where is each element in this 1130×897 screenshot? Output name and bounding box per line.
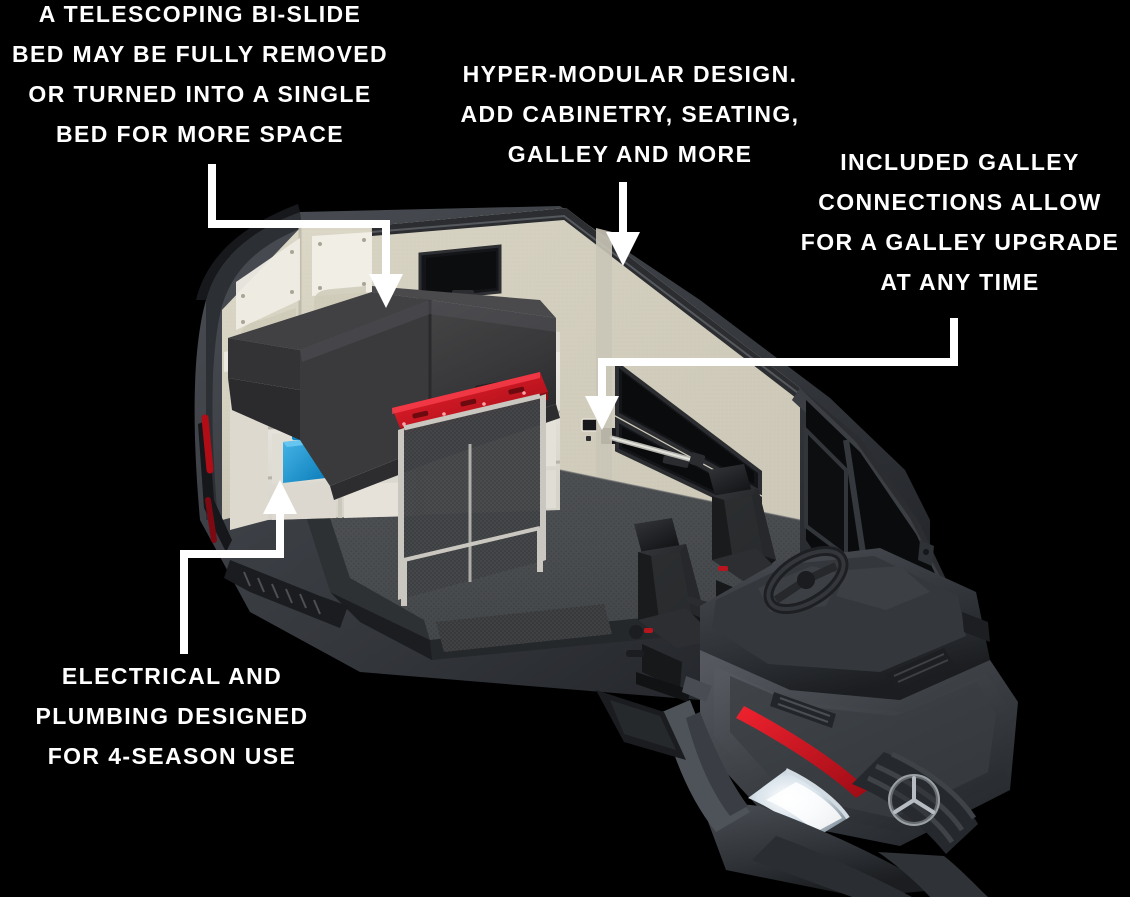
leader-electrical-horizontal (180, 550, 284, 558)
leader-galley-drop (598, 358, 606, 400)
leader-bed-arrowhead (369, 274, 403, 308)
callout-telescoping-bed: A TELESCOPING BI-SLIDE BED MAY BE FULLY … (11, 1, 389, 147)
callout-galley-connections: INCLUDED GALLEY CONNECTIONS ALLOW FOR A … (800, 149, 1120, 295)
headlight (748, 768, 850, 840)
leader-bed-vertical (208, 164, 216, 228)
bulkhead-screen (398, 393, 546, 606)
leader-galley-vertical (950, 318, 958, 366)
side-window-rear (418, 244, 502, 302)
driver-seat (626, 518, 724, 702)
cab-interior (700, 388, 990, 700)
steering-wheel (763, 545, 849, 615)
mercedes-star-emblem (888, 774, 940, 826)
leader-modular-vertical (619, 182, 627, 236)
leader-electrical-vertical (180, 550, 188, 654)
leader-bed-horizontal (208, 220, 390, 228)
leader-galley-horizontal (598, 358, 958, 366)
leader-electrical-rise (276, 512, 284, 558)
leader-galley-arrowhead (585, 396, 619, 430)
leader-bed-drop (382, 220, 390, 278)
front-end (662, 650, 1018, 897)
callout-electrical-plumbing: ELECTRICAL AND PLUMBING DESIGNED FOR 4-S… (35, 663, 309, 769)
rear-step (198, 414, 348, 628)
callout-hyper-modular: HYPER-MODULAR DESIGN. ADD CABINETRY, SEA… (460, 61, 800, 167)
grille (852, 751, 978, 854)
leader-modular-arrowhead (606, 232, 640, 266)
cab-step (596, 690, 686, 760)
leader-electrical-arrowhead (263, 480, 297, 514)
